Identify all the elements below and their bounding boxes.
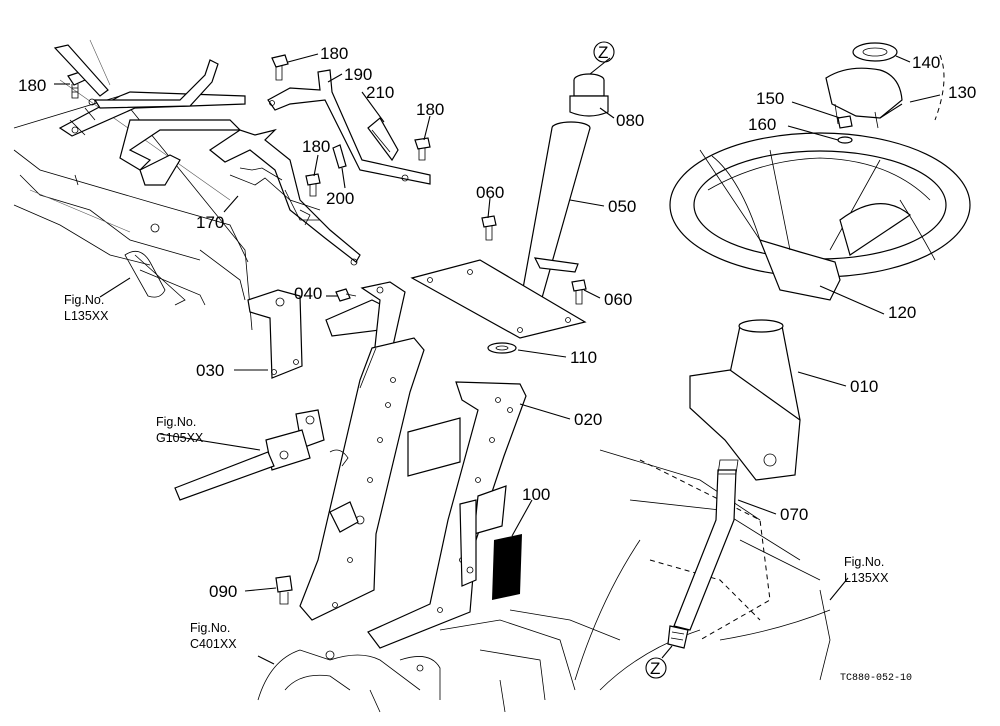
universal-joint [174, 409, 349, 501]
upper-bracket-assembly [53, 44, 246, 186]
bracket-small [325, 281, 406, 357]
fig-ref-number: C401XX [190, 637, 237, 651]
rod-170 [208, 128, 361, 266]
dash-panel-frame [13, 39, 253, 331]
z-marker-top-label: Z [598, 43, 608, 62]
z-marker-bottom: Z [645, 657, 667, 679]
gearbox-housing [257, 609, 621, 713]
part-label-180: 180 [18, 76, 46, 95]
part-label-210: 210 [366, 83, 394, 102]
diagram-code: TC880-052-10 [840, 673, 912, 684]
part-label-180: 180 [302, 137, 330, 156]
bracket-030 [247, 289, 303, 379]
bracket-190 [267, 69, 431, 185]
bolt-090 [275, 575, 293, 605]
part-label-040: 040 [294, 284, 322, 303]
column-cover-010 [689, 319, 801, 481]
pin-200 [332, 144, 347, 169]
bolt-060-top [481, 215, 497, 241]
part-label-180: 180 [416, 100, 444, 119]
part-label-190: 190 [344, 65, 372, 84]
part-label-140: 140 [912, 53, 940, 72]
side-plate-left [299, 337, 425, 621]
part-label-020: 020 [574, 410, 602, 429]
part-label-060: 060 [476, 183, 504, 202]
bolt-180-right [414, 137, 431, 161]
fig-ref-label: Fig.No. [844, 555, 884, 569]
fig-ref-label: Fig.No. [190, 621, 230, 635]
column-plate [410, 257, 587, 339]
part-label-090: 090 [209, 582, 237, 601]
lever-210 [367, 117, 399, 162]
part-label-080: 080 [616, 111, 644, 130]
label-plate-100 [459, 485, 522, 600]
side-plate-right [367, 381, 527, 649]
fig-ref-label: Fig.No. [156, 415, 196, 429]
hub-cover-130 [825, 54, 945, 129]
part-labels: 180 180 190 210 180 180 200 170 080 050 … [18, 44, 976, 601]
washer-110 [487, 342, 517, 354]
z-marker-bottom-label: Z [650, 659, 660, 678]
fig-ref-c401: Fig.No. C401XX [190, 621, 237, 651]
steering-shaft-070 [667, 459, 739, 649]
part-label-100: 100 [522, 485, 550, 504]
hood-outline-right [574, 449, 831, 691]
steering-wheel-120 [669, 132, 971, 301]
part-label-010: 010 [850, 377, 878, 396]
part-label-050: 050 [608, 197, 636, 216]
part-label-110: 110 [570, 348, 597, 367]
nut-150 [837, 115, 853, 129]
part-label-200: 200 [326, 189, 354, 208]
center-cap-140 [852, 42, 898, 62]
fig-ref-number: G105XX [156, 431, 204, 445]
part-label-180: 180 [320, 44, 348, 63]
part-label-060: 060 [604, 290, 632, 309]
fig-ref-number: L135XX [844, 571, 889, 585]
z-marker-top: Z [593, 41, 615, 63]
part-label-070: 070 [780, 505, 808, 524]
bolt-060-right [571, 279, 587, 305]
washer-160 [837, 136, 853, 144]
part-label-120: 120 [888, 303, 916, 322]
part-label-170: 170 [196, 213, 224, 232]
leader-lines [54, 53, 941, 665]
bolt-180-top [271, 54, 289, 81]
fig-ref-right: Fig.No. L135XX [844, 555, 889, 585]
fig-ref-label: Fig.No. [64, 293, 104, 307]
part-label-030: 030 [196, 361, 224, 380]
fig-ref-number: L135XX [64, 309, 109, 323]
part-label-130: 130 [948, 83, 976, 102]
part-label-160: 160 [748, 115, 776, 134]
fig-ref-left-top: Fig.No. L135XX [64, 293, 109, 323]
part-label-150: 150 [756, 89, 784, 108]
column-tube-050 [507, 73, 609, 313]
bolt-180-mid [305, 173, 321, 197]
bolt-040 [335, 288, 357, 302]
fig-ref-g105: Fig.No. G105XX [156, 415, 204, 445]
